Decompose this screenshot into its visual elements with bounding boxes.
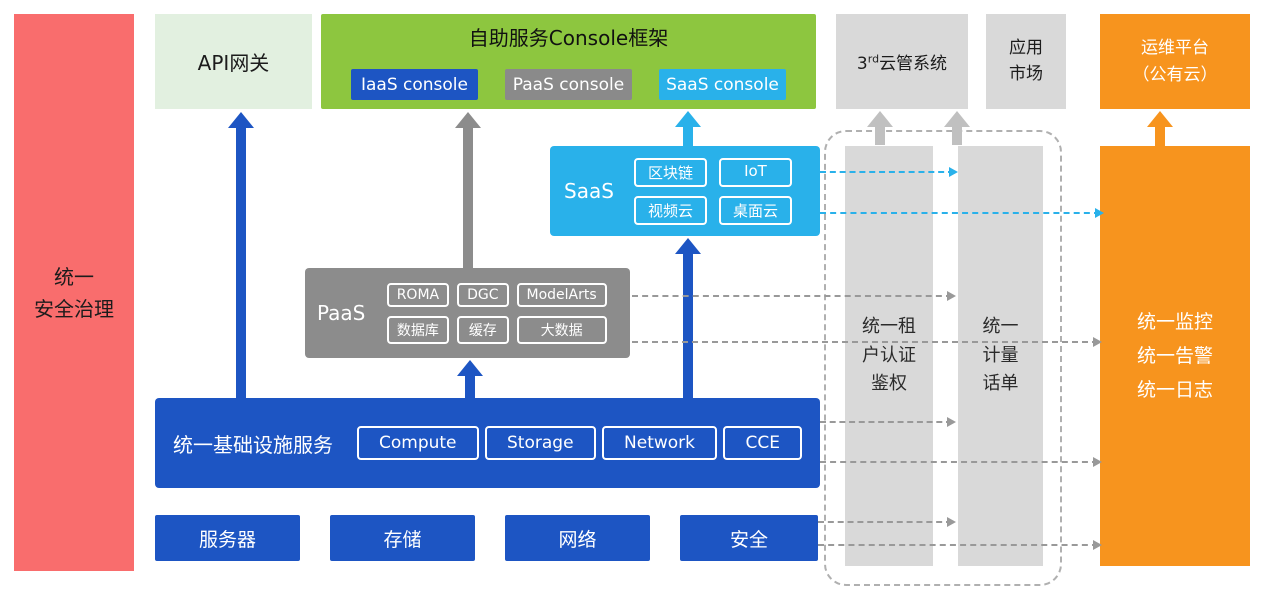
connector-infra-to-monitoring — [820, 457, 1102, 467]
saas-service-video-cloud: 视频云 — [633, 195, 707, 225]
paas-service-grid: ROMA DGC ModelArts 数据库 缓存 大数据 — [375, 282, 618, 344]
arrow-head — [867, 111, 893, 127]
arrow-shaft — [236, 128, 246, 398]
infra-service-cce: CCE — [723, 426, 802, 460]
paas-box: PaaS ROMA DGC ModelArts 数据库 缓存 大数据 — [305, 268, 630, 358]
saas-service-grid: 区块链 IoT 视频云 桌面云 — [620, 157, 806, 225]
arrow-shaft — [683, 254, 693, 398]
saas-box: SaaS 区块链 IoT 视频云 桌面云 — [550, 146, 820, 236]
arrow-shaft — [683, 127, 693, 146]
arrow-shaft — [1155, 127, 1165, 146]
arrow-saas-to-console — [675, 111, 701, 146]
metering-pillar: 统一 计量 话单 — [958, 146, 1043, 566]
security-governance-bar: 统一 安全治理 — [14, 14, 134, 571]
arrow-shaft — [465, 376, 475, 398]
iaas-console-chip: IaaS console — [351, 69, 478, 100]
connector-saas-to-pillars — [820, 167, 958, 177]
saas-service-desktop-cloud: 桌面云 — [718, 195, 792, 225]
arrow-monitoring-to-om-platform — [1147, 111, 1173, 146]
third-party-cloud-label: 3rd云管系统 — [856, 52, 948, 74]
hardware-storage-box: 存储 — [330, 515, 475, 561]
paas-console-chip: PaaS console — [505, 69, 632, 100]
hardware-network-box: 网络 — [505, 515, 650, 561]
om-platform-box: 运维平台 （公有云） — [1100, 14, 1250, 109]
connector-hardware-to-monitoring — [818, 540, 1102, 550]
app-market-box: 应用 市场 — [986, 14, 1066, 109]
arrow-head — [228, 112, 254, 128]
paas-service-dgc: DGC — [457, 282, 509, 307]
saas-service-blockchain: 区块链 — [633, 157, 707, 187]
paas-service-database: 数据库 — [386, 315, 450, 344]
auth-pillar: 统一租 户认证 鉴权 — [845, 146, 933, 566]
connector-paas-to-monitoring — [632, 337, 1102, 347]
hardware-server-box: 服务器 — [155, 515, 300, 561]
paas-service-cache: 缓存 — [457, 315, 509, 344]
hardware-security-box: 安全 — [680, 515, 818, 561]
connector-saas-to-monitoring — [820, 208, 1104, 218]
connector-paas-to-pillars — [632, 291, 956, 301]
connector-hardware-to-pillars — [818, 517, 956, 527]
arrow-head — [675, 111, 701, 127]
arrow-metering-to-third-cloud — [944, 111, 970, 145]
third-party-cloud-box: 3rd云管系统 — [836, 14, 968, 109]
arrow-head — [1147, 111, 1173, 127]
infra-service-compute: Compute — [357, 426, 479, 460]
arrow-shaft — [463, 128, 473, 268]
saas-label: SaaS — [564, 179, 614, 203]
infrastructure-service-row: Compute Storage Network CCE — [357, 426, 802, 460]
arrow-head — [675, 238, 701, 254]
arrow-infra-to-saas — [675, 238, 701, 398]
saas-service-iot: IoT — [718, 157, 792, 187]
paas-service-bigdata: 大数据 — [516, 315, 607, 344]
infrastructure-box: 统一基础设施服务 Compute Storage Network CCE — [155, 398, 820, 488]
arrow-paas-to-console — [455, 112, 481, 268]
console-framework-box: 自助服务Console框架 IaaS console PaaS console … — [321, 14, 816, 109]
monitoring-box: 统一监控 统一告警 统一日志 — [1100, 146, 1250, 566]
arrow-auth-to-third-cloud — [867, 111, 893, 145]
infra-service-network: Network — [602, 426, 717, 460]
arrow-shaft — [952, 127, 962, 145]
paas-service-roma: ROMA — [386, 282, 450, 307]
paas-label: PaaS — [317, 301, 366, 325]
saas-console-chip: SaaS console — [659, 69, 786, 100]
third-party-superscript: rd — [867, 52, 880, 66]
arrow-head — [944, 111, 970, 127]
arrow-infra-to-paas — [457, 360, 483, 398]
console-chip-row: IaaS console PaaS console SaaS console — [321, 69, 816, 100]
shared-services-dashed-group — [824, 130, 1062, 586]
infra-service-storage: Storage — [485, 426, 596, 460]
console-framework-title: 自助服务Console框架 — [468, 26, 669, 50]
arrow-head — [457, 360, 483, 376]
arrow-shaft — [875, 127, 885, 145]
arrow-infra-to-api-gateway — [228, 112, 254, 398]
connector-infra-to-pillars — [820, 417, 956, 427]
api-gateway-box: API网关 — [155, 14, 312, 109]
infrastructure-label: 统一基础设施服务 — [173, 432, 333, 457]
paas-service-modelarts: ModelArts — [516, 282, 607, 307]
arrow-head — [455, 112, 481, 128]
